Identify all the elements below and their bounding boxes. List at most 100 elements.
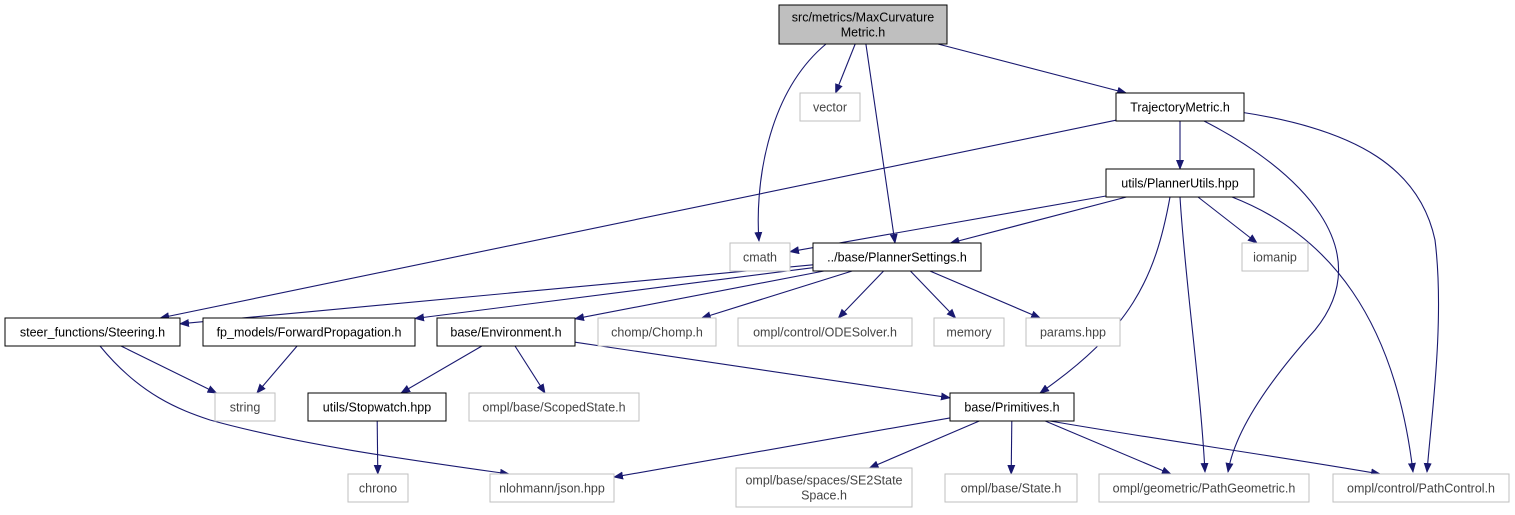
edge-primitives-to-json <box>613 417 951 480</box>
node-label-string: string <box>230 401 261 415</box>
edge-stopwatch-to-chrono <box>373 420 382 475</box>
node-box-planner_utils <box>1105 168 1255 198</box>
node-box-fwdprop <box>202 317 416 347</box>
edge-root-to-vector <box>835 43 856 94</box>
node-traj[interactable]: TrajectoryMetric.h <box>1115 92 1245 122</box>
node-odesolver: ompl/control/ODESolver.h <box>737 317 913 347</box>
node-box-vector <box>799 92 861 122</box>
node-primitives[interactable]: base/Primitives.h <box>949 392 1075 422</box>
edge-traj-to-pathctrl <box>1239 111 1440 473</box>
edge-planner_utils-to-iomanip <box>1197 196 1258 244</box>
node-label-planner_utils: utils/PlannerUtils.hpp <box>1121 177 1238 191</box>
node-fwdprop[interactable]: fp_models/ForwardPropagation.h <box>202 317 416 347</box>
node-label-cmath: cmath <box>743 251 777 265</box>
edge-planner_utils-to-pathctrl <box>1231 196 1416 473</box>
node-label-planner_settings: ../base/PlannerSettings.h <box>827 251 967 265</box>
node-label-params: params.hpp <box>1040 326 1106 340</box>
edge-planner_settings-to-params <box>929 270 1042 319</box>
node-label-se2: ompl/base/spaces/SE2State <box>745 474 902 488</box>
node-label-memory: memory <box>946 326 992 340</box>
edge-planner_settings-to-steering <box>179 264 814 327</box>
node-box-traj <box>1115 92 1245 122</box>
edge-planner_settings-to-fwdprop <box>414 267 814 322</box>
edge-planner_utils-to-cmath <box>789 195 1107 255</box>
node-box-string <box>214 392 276 422</box>
node-env[interactable]: base/Environment.h <box>436 317 576 347</box>
node-label-chomp: chomp/Chomp.h <box>611 326 703 340</box>
edge-root-to-traj <box>937 43 1128 95</box>
edge-traj-to-steering <box>159 119 1117 321</box>
node-pathgeom: ompl/geometric/PathGeometric.h <box>1098 473 1310 503</box>
edge-fwdprop-to-string <box>256 345 298 394</box>
node-label-state: ompl/base/State.h <box>961 482 1062 496</box>
node-label-pathgeom: ompl/geometric/PathGeometric.h <box>1113 482 1296 496</box>
node-chrono: chrono <box>347 473 409 503</box>
node-box-chomp <box>597 317 717 347</box>
node-box-iomanip <box>1241 242 1309 272</box>
node-label-scopedstate: ompl/base/ScopedState.h <box>482 401 625 415</box>
node-iomanip: iomanip <box>1241 242 1309 272</box>
node-pathctrl: ompl/control/PathControl.h <box>1332 473 1510 503</box>
edge-primitives-to-pathctrl <box>1049 420 1381 477</box>
node-box-chrono <box>347 473 409 503</box>
edge-root-to-planner_settings <box>865 43 898 244</box>
node-label-pathctrl: ompl/control/PathControl.h <box>1347 482 1495 496</box>
node-box-scopedstate <box>468 392 640 422</box>
edge-planner_settings-to-chomp <box>700 270 853 320</box>
node-chomp: chomp/Chomp.h <box>597 317 717 347</box>
dependency-edges <box>99 43 1440 480</box>
node-box-odesolver <box>737 317 913 347</box>
node-label-se2: Space.h <box>801 489 847 503</box>
node-planner_settings[interactable]: ../base/PlannerSettings.h <box>812 242 982 272</box>
node-box-params <box>1025 317 1121 347</box>
edge-planner_utils-to-pathgeom <box>1179 196 1209 473</box>
edge-env-to-stopwatch <box>400 345 483 394</box>
node-box-env <box>436 317 576 347</box>
node-label-vector: vector <box>813 101 847 115</box>
node-label-root: Metric.h <box>841 26 886 40</box>
node-label-stopwatch: utils/Stopwatch.hpp <box>323 401 431 415</box>
edge-planner_utils-to-primitives <box>1039 196 1171 394</box>
node-box-pathctrl <box>1332 473 1510 503</box>
node-cmath: cmath <box>729 242 791 272</box>
node-box-root <box>778 4 948 45</box>
edge-planner_utils-to-planner_settings <box>949 196 1127 245</box>
node-box-memory <box>933 317 1005 347</box>
node-label-fwdprop: fp_models/ForwardPropagation.h <box>217 326 402 340</box>
node-box-se2 <box>735 467 913 508</box>
node-label-iomanip: iomanip <box>1253 251 1297 265</box>
node-steering[interactable]: steer_functions/Steering.h <box>4 317 181 347</box>
node-stopwatch[interactable]: utils/Stopwatch.hpp <box>307 392 447 422</box>
node-label-json: nlohmann/json.hpp <box>499 482 605 496</box>
edge-primitives-to-se2 <box>868 420 980 469</box>
edge-steering-to-string <box>120 345 218 394</box>
edge-steering-to-json <box>99 345 510 477</box>
node-scopedstate: ompl/base/ScopedState.h <box>468 392 640 422</box>
edge-env-to-primitives <box>574 341 951 401</box>
node-params: params.hpp <box>1025 317 1121 347</box>
node-box-cmath <box>729 242 791 272</box>
node-label-steering: steer_functions/Steering.h <box>20 326 165 340</box>
node-box-planner_settings <box>812 242 982 272</box>
edge-root-to-cmath <box>754 43 827 242</box>
node-planner_utils[interactable]: utils/PlannerUtils.hpp <box>1105 168 1255 198</box>
edge-planner_settings-to-env <box>574 270 825 322</box>
node-memory: memory <box>933 317 1005 347</box>
edge-primitives-to-pathgeom <box>1044 420 1172 475</box>
node-label-traj: TrajectoryMetric.h <box>1130 101 1230 115</box>
node-box-state <box>944 473 1078 503</box>
node-string: string <box>214 392 276 422</box>
node-label-odesolver: ompl/control/ODESolver.h <box>753 326 897 340</box>
node-box-pathgeom <box>1098 473 1310 503</box>
node-box-json <box>489 473 615 503</box>
edge-env-to-scopedstate <box>514 345 546 394</box>
edge-planner_settings-to-odesolver <box>837 270 884 319</box>
edge-planner_settings-to-memory <box>910 270 957 319</box>
node-label-primitives: base/Primitives.h <box>964 401 1059 415</box>
node-box-primitives <box>949 392 1075 422</box>
node-box-steering <box>4 317 181 347</box>
